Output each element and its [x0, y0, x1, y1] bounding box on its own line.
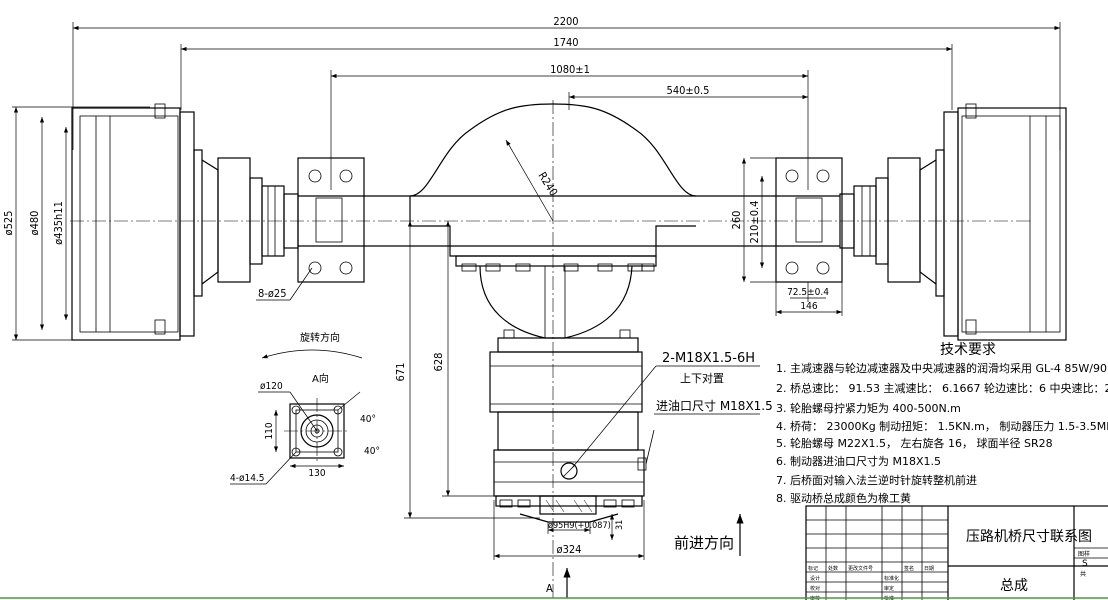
tb-sample: 图样	[1078, 550, 1090, 558]
flange-width-text: 130	[308, 468, 325, 479]
reducer-housing	[479, 265, 655, 523]
tech-item-6: 6. 制动器进油口尺寸为 M18X1.5	[776, 454, 941, 468]
hole-callout: 8-ø25	[258, 287, 287, 300]
housing-bolts	[461, 263, 655, 272]
left-mount-pad: 8-ø25	[256, 157, 365, 301]
view-a-text: A向	[312, 372, 329, 385]
tech-item-7: 7. 后桥面对输入法兰逆时针旋转整机前进	[776, 473, 977, 487]
tb-role2-std: 标准化	[884, 575, 899, 582]
tech-item-4: 4. 桥荷： 23000Kg 制动扭矩： 1.5KN.m， 制动器压力 1.5-…	[776, 419, 1108, 433]
dim-435-text: ø435h11	[52, 201, 65, 245]
input-depth-text: 31	[615, 520, 625, 530]
thread-callout-text: 2-M18X1.5-6H	[662, 351, 755, 366]
flange-holes-text: 4-ø14.5	[230, 473, 265, 484]
drop-671-text: 671	[394, 363, 407, 382]
bottom-dimensions: ø95H9(+0.087) ø324 31	[493, 500, 645, 560]
pad-height-text: 260	[730, 211, 743, 230]
dim-480-text: ø480	[28, 211, 41, 236]
input-dia-text: ø95H9(+0.087)	[548, 521, 611, 531]
tb-label-sign: 签名	[904, 565, 914, 572]
flange-angle1-text: 40°	[360, 414, 376, 425]
tb-label-mark: 标记	[808, 565, 818, 572]
thread-callout: 2-M18X1.5-6H 上下对置 进油口尺寸 M18X1.5	[571, 351, 773, 469]
tb-s: S	[1082, 559, 1088, 569]
dim-diameters-left: ø525 ø480 ø435h11	[2, 106, 150, 341]
dim-1080: 1080±1	[330, 63, 809, 190]
dim-1740: 1740	[180, 36, 953, 110]
right-wheel-hub	[839, 103, 1067, 341]
drop-628-text: 628	[432, 353, 445, 372]
view-a-arrow: A	[546, 568, 571, 598]
tb-label-change: 更改文件号	[848, 565, 873, 572]
flange-dia-text: ø120	[260, 381, 283, 392]
forward-dir-text: 前进方向	[674, 534, 734, 552]
tech-item-8: 8. 驱动桥总成颜色为橡工黄	[776, 491, 911, 505]
up-down-text: 上下对置	[680, 371, 724, 385]
tb-role-design: 设计	[810, 575, 820, 582]
left-wheel-hub	[71, 103, 299, 341]
pad-width-text: 146	[800, 301, 817, 312]
oil-inlet-text: 进油口尺寸 M18X1.5	[656, 399, 773, 413]
tb-label-count: 处数	[828, 565, 838, 572]
tb-label-date: 日期	[924, 566, 934, 572]
flange-view: 旋转方向 A向 ø120 40° 40° 110 130 4-ø14.5	[230, 331, 380, 485]
flange-height-text: 110	[264, 422, 275, 439]
tech-title: 技术要求	[940, 342, 996, 358]
title-block: 压路机桥尺寸联系图 总成 标记 处数 更改文件号 签名 日期 设计 校对 审核 …	[805, 505, 1108, 600]
tb-total: 共	[1080, 570, 1086, 578]
dim-1740-text: 1740	[553, 36, 578, 49]
rotation-dir-text: 旋转方向	[300, 331, 340, 344]
dim-525-text: ø525	[2, 211, 15, 236]
assembly-label: 总成	[1000, 578, 1028, 594]
forward-direction: 前进方向	[674, 514, 744, 556]
tb-role2-approve: 审定	[884, 585, 894, 592]
drawing-name: 压路机桥尺寸联系图	[966, 529, 1092, 545]
radius-text: R240	[535, 170, 560, 199]
drop-dimensions: 671 628	[394, 221, 540, 519]
tech-item-3: 3. 轮胎螺母拧紧力矩为 400-500N.m	[776, 401, 961, 415]
dim-540-text: 540±0.5	[667, 84, 710, 97]
pad-offset-text: 72.5±0.4	[787, 287, 829, 298]
tb-role-check: 校对	[810, 585, 820, 592]
flange-angle2-text: 40°	[364, 446, 380, 457]
dim-2200-text: 2200	[553, 15, 578, 28]
dim-1080-text: 1080±1	[550, 63, 590, 76]
bottom-dia-text: ø324	[557, 543, 582, 556]
right-mount-pad: 260 210±0.4 146 72.5±0.4	[730, 157, 843, 316]
pad-center-text: 210±0.4	[748, 201, 761, 244]
tech-item-2: 2. 桥总速比： 91.53 主减速比： 6.1667 轮边速比：6 中央速比：…	[776, 381, 1108, 395]
tech-item-5: 5. 轮胎螺母 M22X1.5， 左右旋各 16， 球面半径 SR28	[776, 436, 1053, 450]
dim-540: 540±0.5	[568, 84, 808, 110]
tech-requirements: 技术要求 1. 主减速器与轮边减速器及中央减速器的润滑均采用 GL-4 85W/…	[776, 342, 1108, 505]
tech-item-1: 1. 主减速器与轮边减速器及中央减速器的润滑均采用 GL-4 85W/90 加油…	[776, 361, 1108, 375]
a-label-text: A	[546, 582, 553, 595]
dim-2200: 2200	[72, 15, 1061, 150]
